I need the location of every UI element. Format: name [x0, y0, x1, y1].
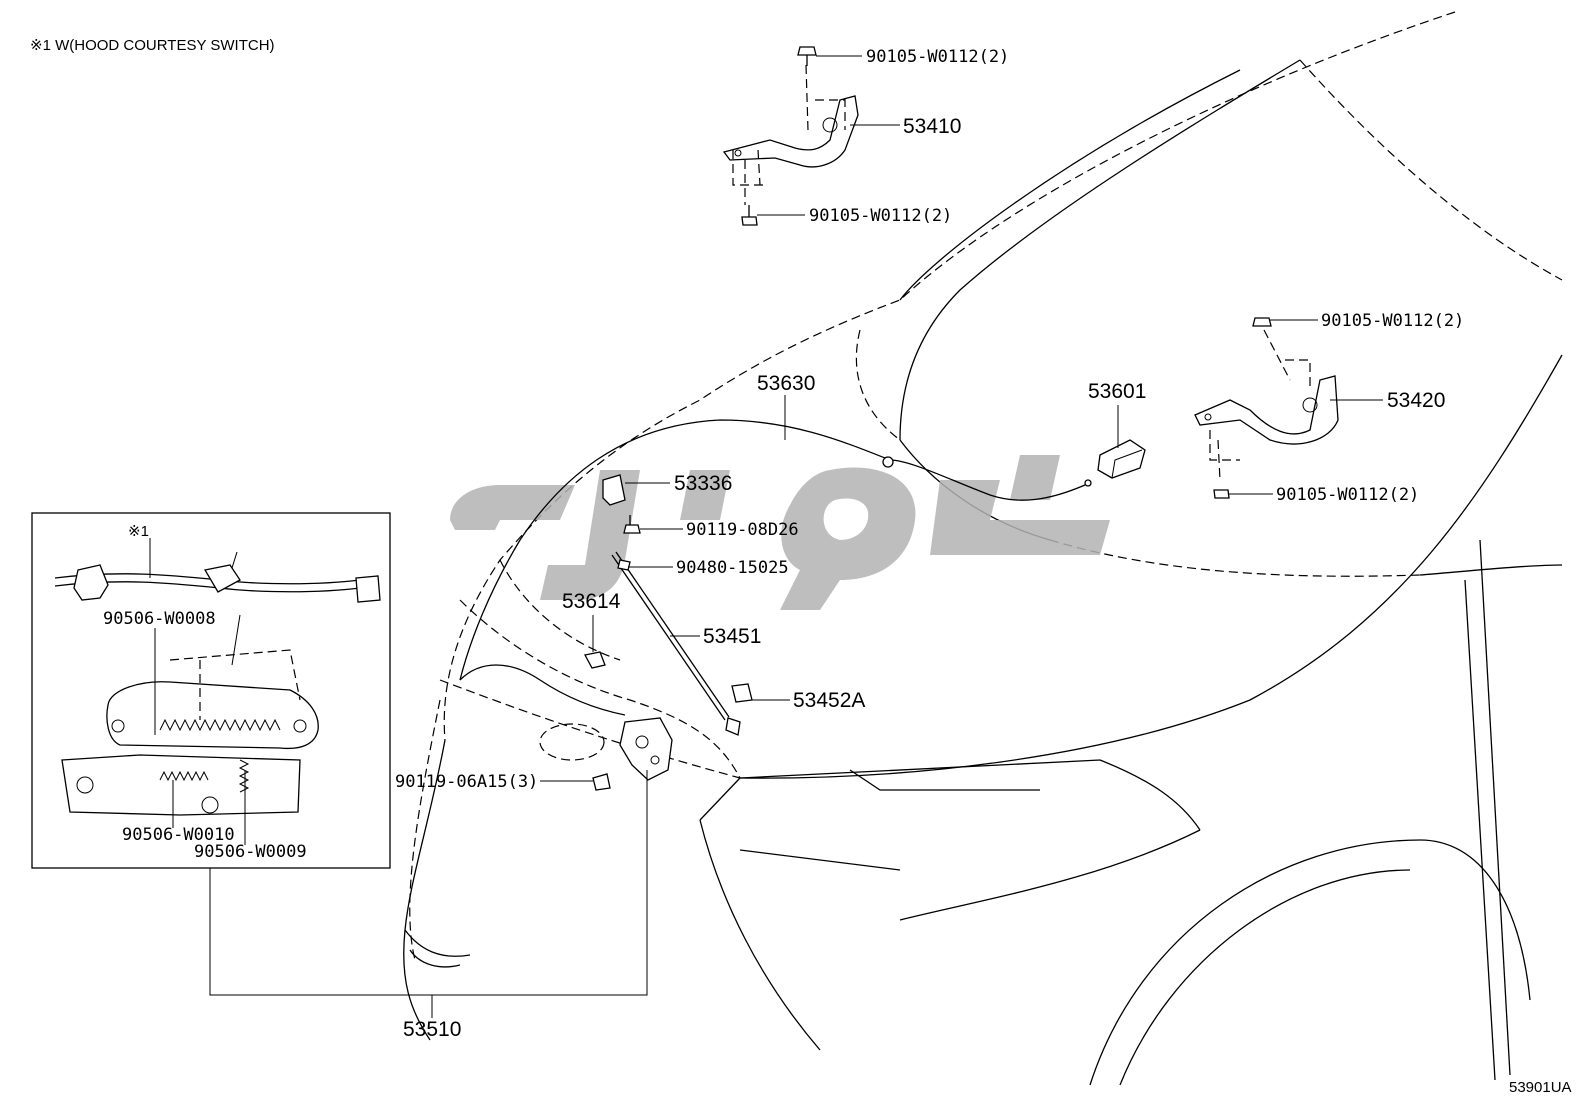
- support-holder: [602, 474, 641, 534]
- label-spring-1: 90506-W0008: [103, 609, 216, 629]
- label-bolt-top-1: 90105-W0112(2): [866, 47, 1009, 67]
- watermark-logo: [450, 455, 1110, 610]
- label-support-rod: 53451: [703, 625, 761, 648]
- label-bolt-top-2: 90105-W0112(2): [809, 206, 952, 226]
- label-bolt-right-2: 90105-W0112(2): [1276, 485, 1419, 505]
- label-support-holder: 53336: [674, 472, 732, 495]
- note-text: ※1 W(HOOD COURTESY SWITCH): [30, 37, 275, 54]
- vehicle-outline: [403, 11, 1563, 1086]
- inset-marker: ※1: [128, 523, 149, 540]
- release-cable: [459, 419, 1092, 716]
- hood-lock: [592, 717, 673, 791]
- label-hinge-right: 53420: [1387, 389, 1445, 412]
- clamp: [584, 651, 606, 669]
- leader-lines: [209, 55, 1383, 1018]
- label-clip: 90480-15025: [676, 558, 789, 578]
- label-handle: 53601: [1088, 380, 1146, 403]
- labels: ※1 W(HOOD COURTESY SWITCH) ※1 90105-W011…: [30, 37, 1572, 1096]
- retainer: [731, 683, 753, 703]
- label-hinge-left: 53410: [903, 115, 961, 138]
- label-bolt-right-1: 90105-W0112(2): [1321, 311, 1464, 331]
- label-spring-2: 90506-W0010: [122, 825, 235, 845]
- label-clamp: 53614: [562, 590, 621, 613]
- label-retainer: 53452A: [793, 689, 865, 712]
- support-rod: [611, 551, 741, 736]
- hinge-right-assembly: [1194, 317, 1339, 499]
- label-spring-3: 90506-W0009: [194, 842, 307, 862]
- diagram-id: 53901UA: [1509, 1079, 1572, 1096]
- inset-detail-box: [31, 512, 391, 869]
- label-cable: 53630: [757, 372, 815, 395]
- label-bolt-holder: 90119-08D26: [686, 520, 799, 540]
- label-bolt-lock: 90119-06A15(3): [395, 772, 538, 792]
- release-handle: [1097, 439, 1146, 479]
- hinge-left-assembly: [722, 46, 859, 226]
- label-lock-assy: 53510: [403, 1018, 461, 1041]
